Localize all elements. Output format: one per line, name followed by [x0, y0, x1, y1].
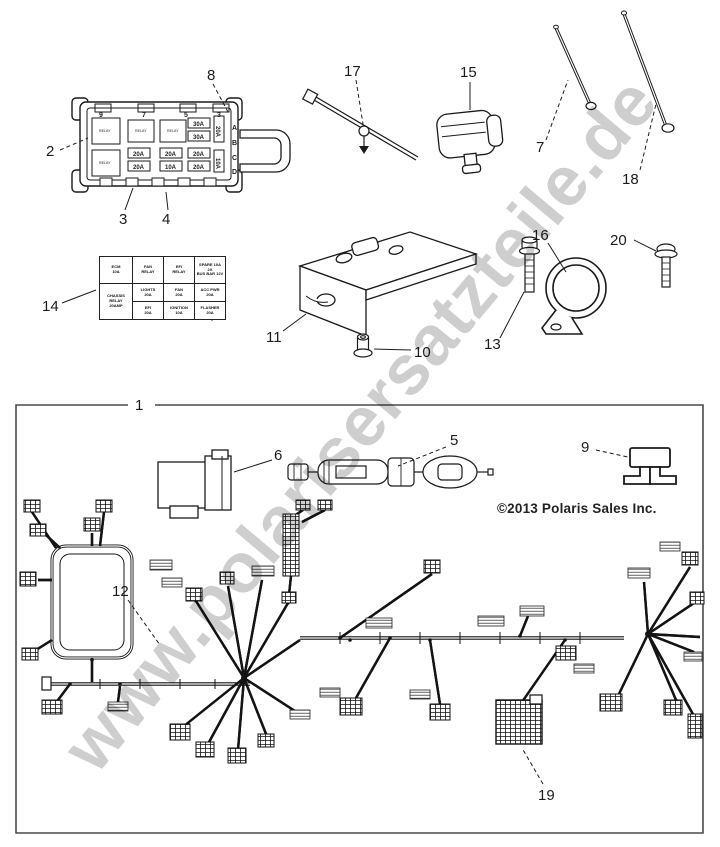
- fuse-30a-2: 30A: [193, 135, 205, 141]
- callout-18: 18: [622, 171, 639, 188]
- harness-box: [15, 404, 704, 834]
- rivet-drawing: [353, 333, 373, 358]
- relay-label-1: RELAY: [99, 129, 111, 133]
- fusebox-pin-c: C: [232, 155, 237, 162]
- callout-14: 14: [42, 298, 59, 315]
- fusebox-pin-9: 9: [99, 112, 103, 119]
- fuse-20a-3: 20A: [193, 152, 205, 158]
- legend-cell: CHASSIS RELAY 20AMP: [99, 283, 133, 320]
- relay-drawing: [157, 449, 232, 519]
- callout-16: 16: [532, 227, 549, 244]
- callout-7: 7: [536, 139, 544, 156]
- callout-19: 19: [538, 787, 555, 804]
- fusebox-pin-a: A: [232, 125, 237, 132]
- fuse-box-drawing: [71, 97, 291, 193]
- callout-4: 4: [162, 211, 170, 228]
- connector-19-drawing: [495, 694, 543, 745]
- fusebox-pin-7: 7: [142, 112, 146, 119]
- fuse-legend-table: ECM 10A FAN RELAY EFI RELAY SPARE 10A 2X…: [99, 256, 226, 320]
- fuse-20a-5: 20A: [193, 165, 205, 171]
- callout-1: 1: [135, 397, 143, 414]
- bracket-drawing: [297, 231, 479, 337]
- legend-cell: EFI RELAY: [163, 256, 195, 284]
- fuse-20a-2: 20A: [165, 152, 177, 158]
- fuse-10a-1: 10A: [165, 165, 177, 171]
- fuse-30a-1: 30A: [193, 122, 205, 128]
- legend-cell: FAN 20A: [163, 283, 195, 302]
- legend-cell: FAN RELAY: [132, 256, 164, 284]
- fuse-vert-20a: 20A: [214, 126, 220, 138]
- relay-label-4: RELAY: [167, 129, 179, 133]
- callout-9: 9: [581, 439, 589, 456]
- flange-bolt-drawing: [518, 236, 541, 293]
- legend-cell: ACC PWR 20A: [194, 283, 226, 302]
- fuse-20a-1: 20A: [133, 152, 145, 158]
- legend-cell: FLASHER 20A: [194, 301, 226, 320]
- legend-cell: EFI 20A: [132, 301, 164, 320]
- relay-label-3: RELAY: [135, 129, 147, 133]
- callout-10: 10: [414, 344, 431, 361]
- legend-cell: IGNITION 10A: [163, 301, 195, 320]
- callout-8: 8: [207, 67, 215, 84]
- callout-6: 6: [274, 447, 282, 464]
- legend-cell: SPARE 10A 2X BUS BAR 12V: [194, 256, 226, 284]
- fuse-20a-4: 20A: [133, 165, 145, 171]
- inline-fuse-drawing: [287, 455, 494, 489]
- legend-cell: LIGHTS 20A: [132, 283, 164, 302]
- legend-cell: ECM 10A: [99, 256, 133, 284]
- cable-tie-drawing: [301, 88, 419, 161]
- fusebox-pin-3: 3: [217, 112, 221, 119]
- fusebox-pin-5: 5: [184, 112, 188, 119]
- rod-7-drawing: [553, 24, 597, 111]
- callout-17: 17: [344, 63, 361, 80]
- callout-13: 13: [484, 336, 501, 353]
- rod-18-drawing: [620, 10, 675, 133]
- mount-bracket-drawing: [623, 447, 677, 485]
- copyright-text: ©2013 Polaris Sales Inc.: [497, 501, 657, 516]
- callout-15: 15: [460, 64, 477, 81]
- fuse-vert-10a: 10A: [214, 158, 220, 170]
- fusebox-pin-d: D: [232, 169, 237, 176]
- callout-5: 5: [450, 432, 458, 449]
- callout-11: 11: [266, 329, 282, 346]
- wiring-harness-drawing: [19, 499, 705, 764]
- callout-12: 12: [112, 583, 129, 600]
- sensor-drawing: [436, 109, 504, 175]
- callout-3: 3: [119, 211, 127, 228]
- hex-bolt-drawing: [654, 243, 678, 288]
- callout-20: 20: [610, 232, 627, 249]
- fusebox-pin-b: B: [232, 140, 237, 147]
- callout-2: 2: [46, 143, 54, 160]
- relay-label-2: RELAY: [99, 161, 111, 165]
- p-clamp-drawing: [541, 257, 607, 335]
